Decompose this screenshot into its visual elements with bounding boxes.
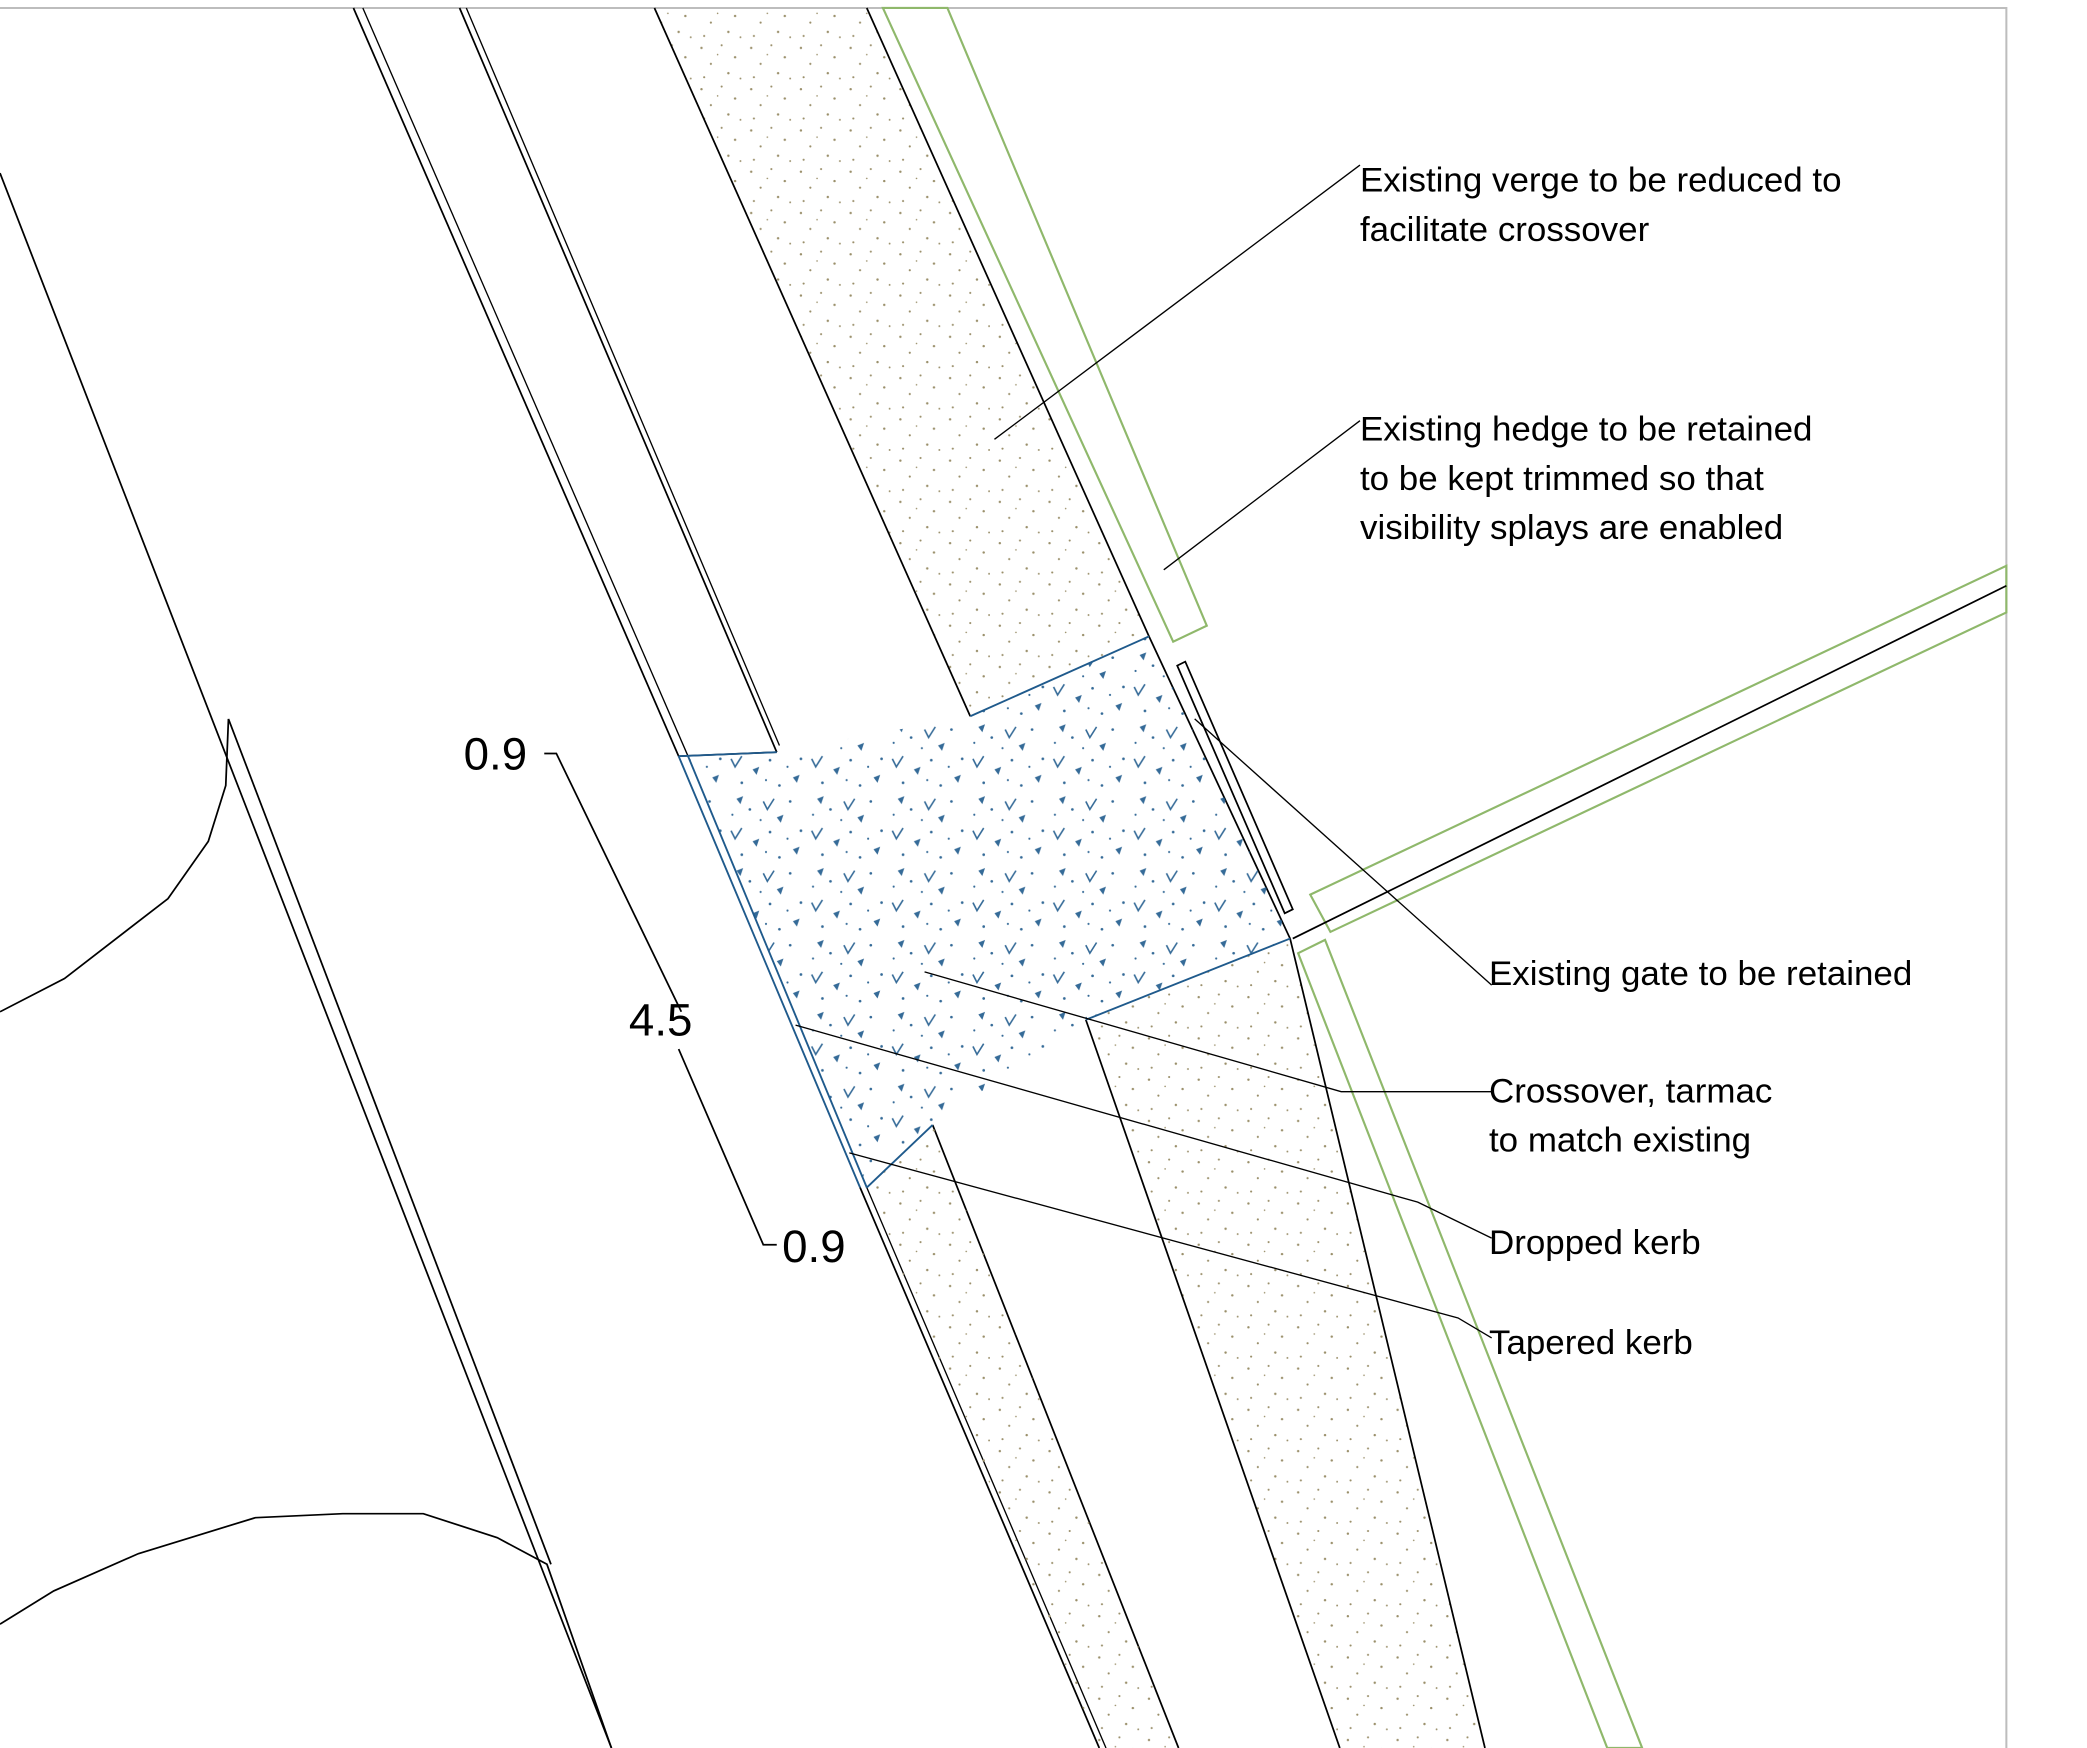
dimension-top: 0.9 — [464, 729, 528, 780]
dimension-bottom: 0.9 — [782, 1221, 846, 1272]
dropped-kerb-note: Dropped kerb — [1489, 1224, 1701, 1262]
hedge-note-line1: Existing hedge to be retained — [1360, 411, 1812, 449]
crossover-note-line1: Crossover, tarmac — [1489, 1072, 1772, 1110]
verge-note-line1: Existing verge to be reduced to — [1360, 162, 1842, 200]
leader-lines — [795, 164, 1493, 1339]
existing-verge — [653, 7, 1486, 1748]
gate-note: Existing gate to be retained — [1489, 955, 1912, 993]
verge-note-line2: facilitate crossover — [1360, 211, 1649, 249]
tapered-kerb-note: Tapered kerb — [1489, 1324, 1693, 1362]
hedge-note-line3: visibility splays are enabled — [1360, 509, 1783, 547]
dimension-line: 0.9 4.5 0.9 — [464, 729, 846, 1272]
dimension-middle: 4.5 — [629, 995, 693, 1046]
existing-hedge — [881, 6, 2008, 1748]
hedge-note-line2: to be kept trimmed so that — [1360, 460, 1764, 498]
annotations: Existing verge to be reduced to facilita… — [1360, 162, 1912, 1362]
crossover-tarmac — [677, 635, 1291, 1189]
crossover-note-line2: to match existing — [1489, 1122, 1751, 1160]
